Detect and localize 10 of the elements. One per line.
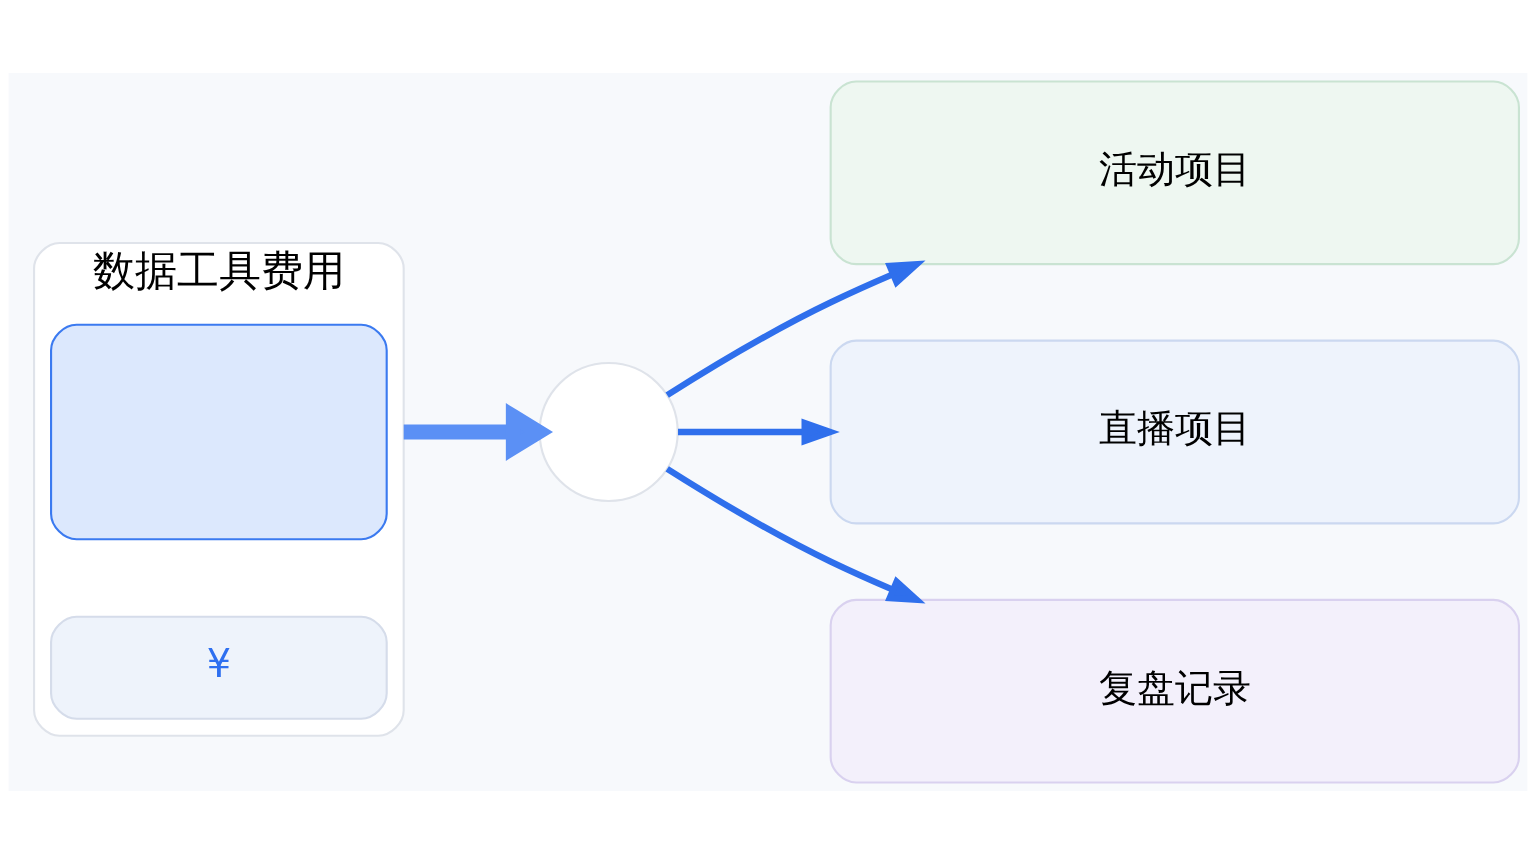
node-box: 直播项目 (829, 339, 1520, 525)
node-box: ¥ (50, 615, 388, 720)
arrow (665, 260, 926, 398)
node-box (50, 323, 388, 541)
node-box: 活动项目 (829, 80, 1520, 266)
node-circle (538, 361, 679, 503)
arrow (403, 403, 553, 461)
arrow (665, 466, 926, 604)
arrow (678, 418, 840, 446)
node-box: 复盘记录 (829, 598, 1520, 784)
